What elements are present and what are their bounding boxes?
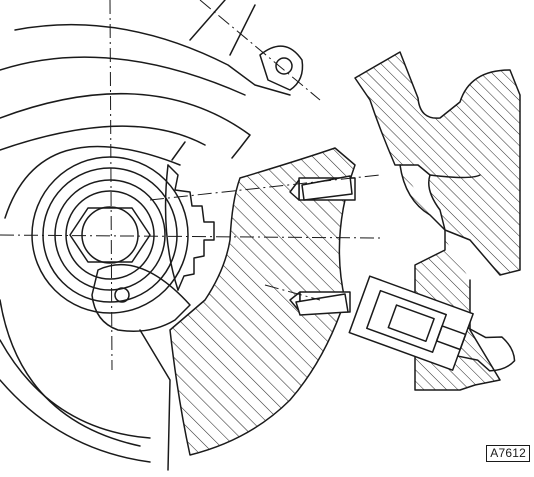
locking-pin-tool: [348, 275, 516, 372]
flywheel-disc: [0, 0, 291, 463]
centre-lines: [0, 0, 381, 371]
hex-bolt: [69, 206, 151, 264]
toothed-segment: [164, 141, 215, 291]
lever-arm: [91, 263, 191, 471]
dowel-pins: [295, 175, 353, 316]
figure-reference-label: A7612: [486, 445, 530, 462]
